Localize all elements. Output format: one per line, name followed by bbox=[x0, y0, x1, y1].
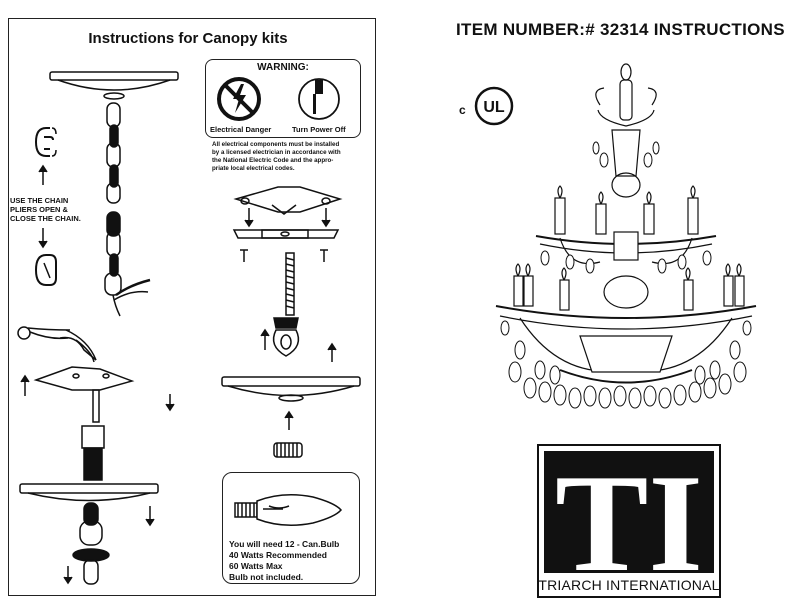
bulb-requirements-box: You will need 12 - Can.Bulb 40 Watts Rec… bbox=[222, 472, 360, 584]
warning-note-line: priate local electrical codes. bbox=[212, 165, 295, 172]
crystal-drops bbox=[500, 141, 752, 409]
bulb-line: Bulb not included. bbox=[229, 572, 304, 582]
electrical-danger-caption: Electrical Danger bbox=[210, 125, 272, 134]
triarch-logo: TI bbox=[537, 444, 721, 598]
turn-power-off-caption: Turn Power Off bbox=[292, 125, 346, 134]
electrical-warning-note: All electrical components must be instal… bbox=[212, 141, 374, 173]
upper-candles bbox=[554, 185, 699, 235]
item-number-title: ITEM NUMBER:# 32314 INSTRUCTIONS bbox=[456, 20, 785, 39]
company-name: TRIARCH INTERNATIONAL bbox=[538, 577, 720, 593]
turn-power-off-icon bbox=[298, 78, 340, 120]
chain-pliers-instructions: USE THE CHAIN PLIERS OPEN & CLOSE THE CH… bbox=[10, 196, 81, 223]
lower-candles bbox=[513, 263, 745, 311]
crossbar-bracket-illustration bbox=[232, 186, 343, 262]
open-chain-link-icon bbox=[34, 127, 57, 157]
bulb-line: 60 Watts Max bbox=[229, 561, 283, 571]
warning-heading: WARNING: bbox=[257, 62, 309, 73]
warning-note-line: the National Electric Code and the appro… bbox=[212, 157, 334, 164]
warning-note-line: by a licensed electrician in accordance … bbox=[212, 149, 341, 156]
chain-instruction-line: CLOSE THE CHAIN. bbox=[10, 214, 81, 223]
bulb-line: You will need 12 - Can.Bulb bbox=[229, 539, 340, 549]
warning-icons bbox=[217, 77, 340, 121]
canopy-instructions-title: Instructions for Canopy kits bbox=[88, 30, 288, 47]
ul-prefix: c bbox=[459, 103, 466, 117]
canopy-wiring-illustration bbox=[17, 326, 135, 481]
chain-illustration-top bbox=[106, 102, 121, 204]
locking-nut-illustration bbox=[273, 442, 303, 458]
chain-instruction-line: USE THE CHAIN bbox=[10, 196, 69, 205]
canopy-plate-illustration bbox=[19, 483, 159, 585]
bulb-line: 40 Watts Recommended bbox=[229, 550, 327, 560]
chain-instruction-line: PLIERS OPEN & bbox=[10, 205, 68, 214]
closed-chain-link-icon bbox=[34, 254, 57, 286]
ceiling-canopy-illustration bbox=[49, 71, 179, 100]
electrical-danger-icon bbox=[217, 77, 261, 121]
threaded-rod-illustration bbox=[272, 252, 300, 357]
candelabra-bulb-icon bbox=[234, 494, 342, 526]
logo-letters: TI bbox=[555, 446, 703, 598]
warning-box: WARNING: Electrical Danger Turn Power Of… bbox=[205, 59, 361, 138]
mounting-plate-illustration bbox=[221, 376, 361, 402]
warning-note-line: All electrical components must be instal… bbox=[212, 141, 340, 148]
canopy-instructions-panel bbox=[8, 18, 376, 596]
chain-with-wire-illustration bbox=[104, 211, 151, 317]
ul-mark-text: UL bbox=[483, 99, 505, 116]
